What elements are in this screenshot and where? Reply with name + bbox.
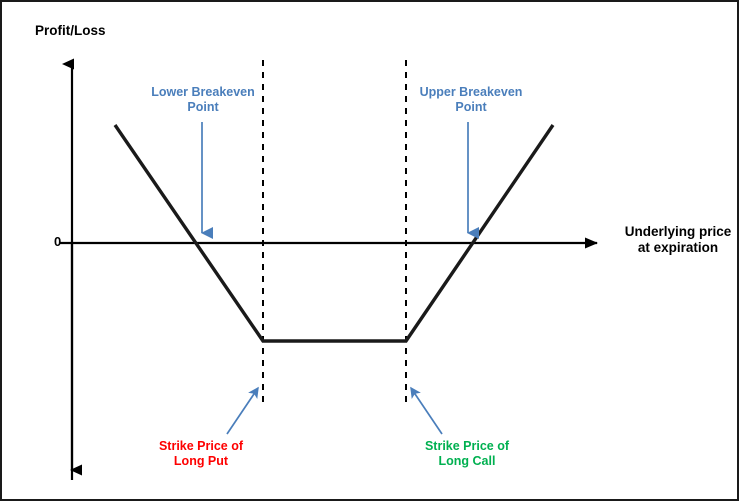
strike-call-label-line1: Strike Price of xyxy=(424,439,510,453)
lower-breakeven-label-line1: Lower Breakeven xyxy=(151,85,255,99)
x-axis-label-line2: at expiration xyxy=(637,239,719,255)
strike-put-arrow xyxy=(226,386,259,435)
strike-put-label-line2: Long Put xyxy=(173,453,229,468)
strike-call-arrow xyxy=(410,386,443,435)
strike-call-label-line2: Long Call xyxy=(438,453,496,468)
lower-breakeven-label-line2: Point xyxy=(187,99,219,114)
upper-breakeven-label-line1: Upper Breakeven xyxy=(419,85,523,99)
upper-breakeven-label-line2: Point xyxy=(455,99,487,114)
payoff-line xyxy=(113,124,555,343)
y-axis-label: Profit/Loss xyxy=(35,23,106,38)
x-axis-label-line1: Underlying price xyxy=(624,224,732,239)
y-axis-zero-tick-label: 0 xyxy=(54,234,62,249)
strike-put-label-line1: Strike Price of xyxy=(158,439,244,453)
